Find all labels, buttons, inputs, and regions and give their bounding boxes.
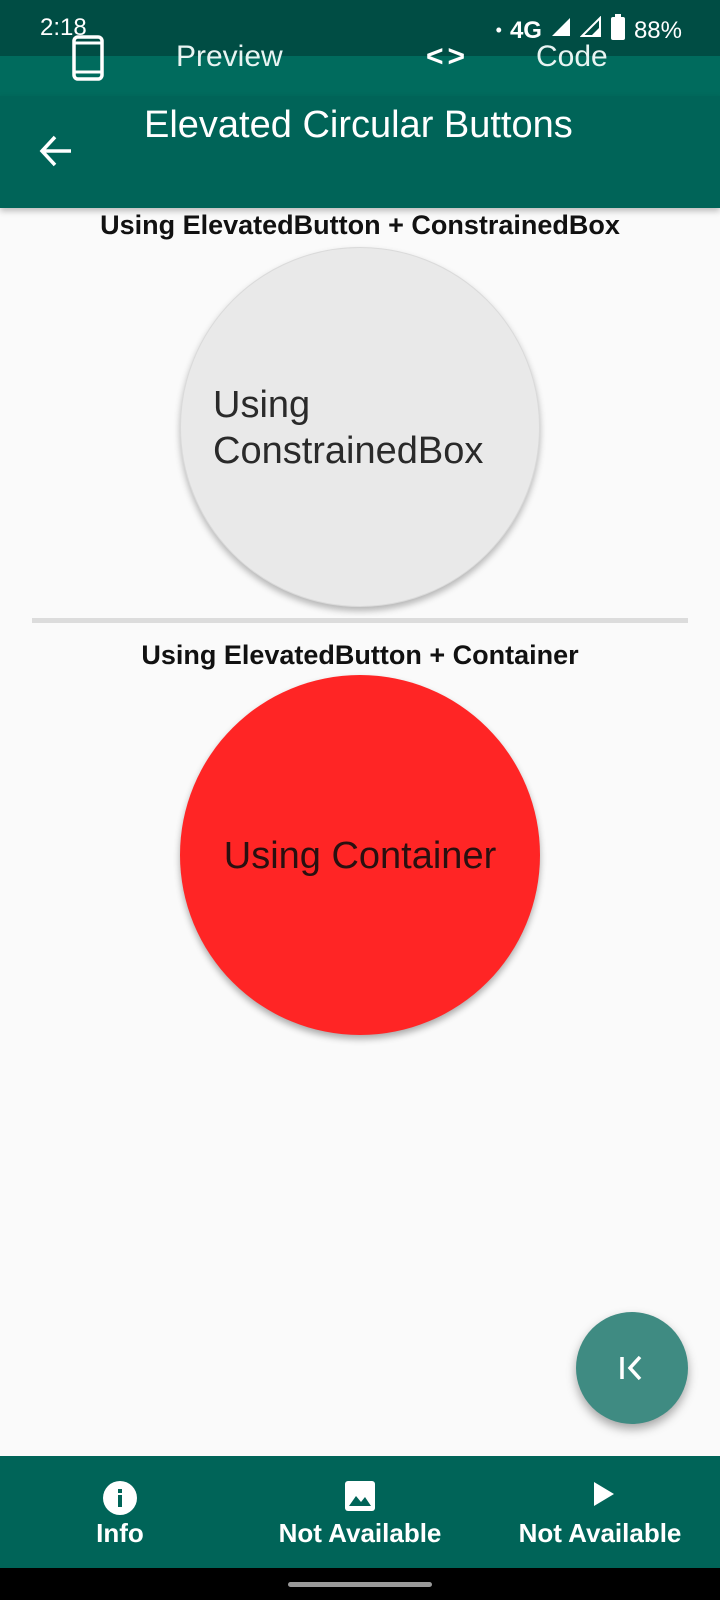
nav-item-info[interactable]: Info <box>60 1456 180 1568</box>
network-type: 4G <box>509 16 542 44</box>
constrainedbox-circle-button[interactable]: Using ConstrainedBox <box>180 247 540 607</box>
notification-dot: • <box>495 20 502 40</box>
gesture-handle[interactable] <box>288 1582 432 1587</box>
status-indicators: • 4G 88% <box>496 14 682 47</box>
phone-icon[interactable] <box>72 35 104 86</box>
first-page-fab[interactable] <box>576 1312 688 1424</box>
battery-level: 88% <box>633 16 682 44</box>
page-title: Elevated Circular Buttons <box>144 104 573 146</box>
bottom-navigation: Info Not Available Not Available <box>0 1456 720 1568</box>
nav-item-play[interactable]: Not Available <box>500 1456 700 1568</box>
divider <box>32 618 688 623</box>
first-page-icon <box>620 1355 642 1381</box>
nav-item-image[interactable]: Not Available <box>260 1456 460 1568</box>
image-icon <box>344 1480 376 1517</box>
constrainedbox-button-label: Using ConstrainedBox <box>213 384 484 472</box>
tab-code[interactable]: Code <box>536 40 608 73</box>
info-icon <box>102 1480 138 1521</box>
play-icon <box>590 1480 616 1513</box>
container-button-label: Using Container <box>223 835 497 877</box>
arrow-back-icon[interactable] <box>38 133 74 174</box>
signal-icon <box>550 16 572 45</box>
tab-preview[interactable]: Preview <box>176 40 283 73</box>
section-heading-container: Using ElevatedButton + Container <box>141 640 579 670</box>
signal-icon <box>579 15 602 45</box>
section-heading-constrainedbox: Using ElevatedButton + ConstrainedBox <box>100 210 620 240</box>
nav-label-info: Info <box>96 1518 144 1548</box>
nav-label-play: Not Available <box>518 1518 682 1548</box>
code-icon[interactable]: <> <box>426 40 470 73</box>
preview-code-tab-bar: Preview <> Code <box>0 35 720 96</box>
battery-icon <box>610 14 626 47</box>
system-navigation-bar <box>0 1568 720 1600</box>
status-bar: 2:18 • 4G 88% <box>0 0 720 56</box>
container-circle-button[interactable]: Using Container <box>180 675 540 1035</box>
app-bar: Elevated Circular Buttons <box>0 96 720 208</box>
nav-label-image: Not Available <box>278 1518 442 1548</box>
